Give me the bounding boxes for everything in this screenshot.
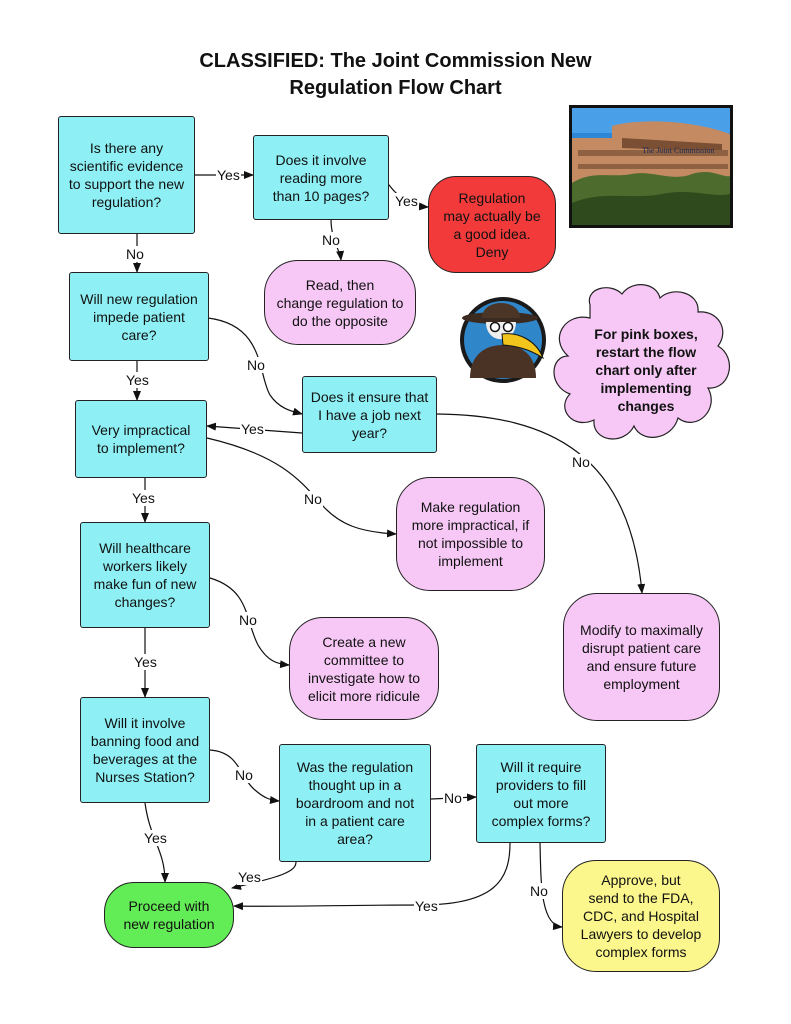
label-no-job-modify: No	[571, 454, 591, 470]
label-no-evidence-impede: No	[125, 246, 145, 262]
label-no-impractical-more: No	[303, 491, 323, 507]
edge-boardroom-proceed	[231, 861, 297, 890]
label-yes-job-impractical: Yes	[240, 421, 265, 437]
label-yes-forms-proceed: Yes	[414, 898, 439, 914]
title-line-2: Regulation Flow Chart	[289, 77, 502, 99]
edge-banning-boardroom	[209, 749, 280, 804]
label-yes-impractical-fun: Yes	[131, 490, 156, 506]
label-no-banning-boardroom: No	[234, 767, 254, 783]
label-yes-banning-proceed: Yes	[143, 830, 168, 846]
title-line-1: CLASSIFIED: The Joint Commission New	[199, 50, 592, 72]
edge-job-modify	[436, 413, 646, 594]
label-no-forms-approve: No	[529, 883, 549, 899]
label-yes-pages-deny: Yes	[394, 193, 419, 209]
label-yes-boardroom-proceed: Yes	[237, 869, 262, 885]
plague-doctor-avatar	[460, 297, 546, 383]
label-yes-impede-impractical: Yes	[125, 372, 150, 388]
label-no-impede-job: No	[246, 357, 266, 373]
joint-commission-building-photo: The Joint Commission	[569, 105, 733, 228]
photo-sign-text: The Joint Commission	[642, 146, 714, 155]
label-no-fun-committee: No	[238, 612, 258, 628]
label-yes-evidence-pages: Yes	[216, 167, 241, 183]
edge-impede-job	[207, 317, 303, 416]
label-no-boardroom-forms: No	[443, 790, 463, 806]
note-cloud-shape	[553, 284, 730, 440]
note-cloud-text: For pink boxes, restart the flow chart o…	[594, 326, 698, 414]
edge-fun-committee	[209, 577, 290, 669]
label-yes-fun-banning: Yes	[133, 654, 158, 670]
label-no-pages-read: No	[321, 232, 341, 248]
